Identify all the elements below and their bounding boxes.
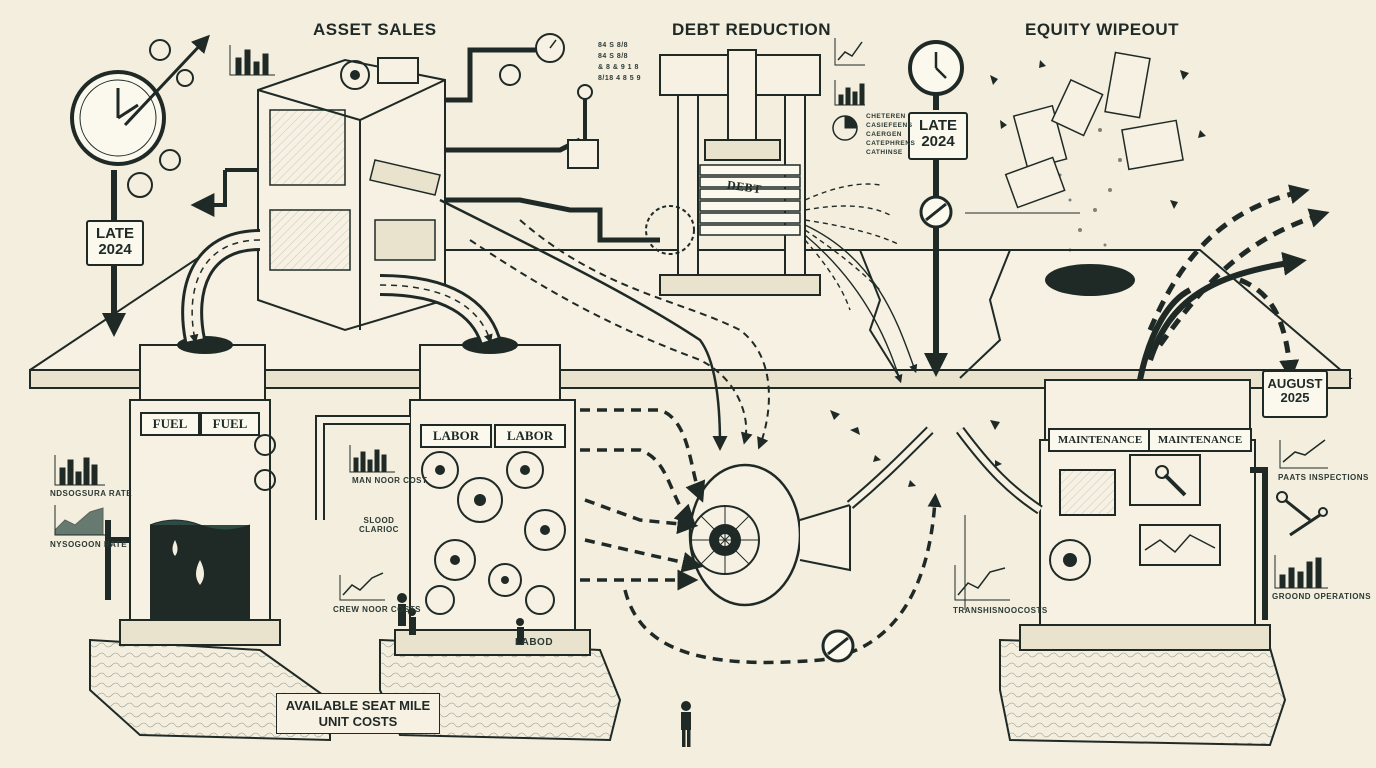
top-note-0: 84 S 8/8 <box>598 42 629 49</box>
person-silhouette <box>681 701 691 747</box>
mini-charts <box>54 38 1328 601</box>
debt-note-0: CHETEREN <box>866 113 906 120</box>
wrench-icons <box>1276 491 1328 537</box>
caption-line2: UNIT COSTS <box>318 713 398 729</box>
debt-note-4: CATHINSE <box>866 149 903 156</box>
badge-middle-line1: LATE <box>918 117 958 134</box>
top-note-3: 8/18 4 8 5 9 <box>598 75 641 82</box>
asset-sales-title: ASSET SALES <box>313 20 437 39</box>
caption-line1: AVAILABLE SEAT MILE <box>285 698 431 713</box>
debt-press <box>645 49 918 384</box>
chart-labor-2 <box>339 572 385 601</box>
labor-base-mark: LABOD <box>515 637 554 648</box>
debt-note-3: CATEPHRENS <box>866 140 916 147</box>
debt-reduction-title: DEBT REDUCTION <box>672 20 832 39</box>
fuel-sign-right: FUEL <box>200 412 260 436</box>
badge-right-line1: AUGUST <box>1267 376 1323 391</box>
chart-debt-1 <box>834 38 865 66</box>
chart-labor-1 <box>349 445 395 473</box>
top-note-1: 84 S 8/8 <box>598 53 629 60</box>
debt-note-2: CAERGEN <box>866 131 903 138</box>
man-hour-cost-label: MAN NOOR COST <box>352 476 428 485</box>
equity-wipeout-explosion <box>990 51 1330 381</box>
badge-middle-line2: 2024 <box>921 132 955 150</box>
labor-sign-left: LABOR <box>420 424 492 448</box>
chart-maint-1 <box>1279 439 1328 469</box>
crew-costs-label: CREW NOOR COSTS <box>333 605 421 614</box>
maintenance-pillar <box>1019 379 1271 651</box>
turbine-engine <box>439 198 1043 665</box>
maintenance-sign-right: MAINTENANCE <box>1148 428 1252 452</box>
chart-top-left <box>229 45 275 76</box>
labor-sign-right: LABOR <box>494 424 566 448</box>
ground-operations-label: GROOND OPERATIONS <box>1272 592 1372 601</box>
trans-costs-label: TRANSHISNOOCOSTS <box>953 606 1048 615</box>
equity-wipeout-title: EQUITY WIPEOUT <box>1025 20 1180 39</box>
badge-august-2025: AUGUST 2025 <box>1262 370 1328 418</box>
asm-unit-costs-caption: AVAILABLE SEAT MILE UNIT COSTS <box>276 693 440 735</box>
badge-left-line1: LATE <box>95 225 135 242</box>
fuel-pillar <box>105 336 281 646</box>
clarioc-label: SLOOD CLARIOC <box>359 516 399 534</box>
debt-note-1: CASIEFEENS <box>866 122 913 129</box>
debt-chart-notes: CHETEREN CASIEFEENS CAERGEN CATEPHRENS C… <box>866 112 915 157</box>
badge-left-line2: 2024 <box>98 240 132 258</box>
fuel-sign-left: FUEL <box>140 412 200 436</box>
clock-middle <box>908 40 1080 377</box>
chart-fuel-1 <box>54 455 105 486</box>
chart-maint-2 <box>1274 555 1328 589</box>
parts-inspections-label: PAATS INSPECTIONS <box>1278 473 1369 482</box>
asset-sales-machine <box>181 33 660 344</box>
badge-late-2024-middle: LATE 2024 <box>908 112 968 160</box>
top-chart-notes: 84 S 8/8 84 S 8/8 & 8 & 9 1 8 8/18 4 8 5… <box>598 40 641 84</box>
maintenance-sign-left: MAINTENANCE <box>1048 428 1152 452</box>
top-note-2: & 8 & 9 1 8 <box>598 64 639 71</box>
badge-late-2024-left: LATE 2024 <box>86 220 144 266</box>
fuel-rate-label-2: NYSOGOON RATE <box>50 540 128 549</box>
chart-trans <box>954 565 1010 601</box>
chart-debt-2 <box>834 80 865 106</box>
badge-right-line2: 2025 <box>1280 389 1310 405</box>
chart-fuel-2 <box>54 505 105 536</box>
fuel-rate-label-1: NDSOGSURA RATE <box>50 489 133 498</box>
ground-bases <box>89 638 1287 747</box>
